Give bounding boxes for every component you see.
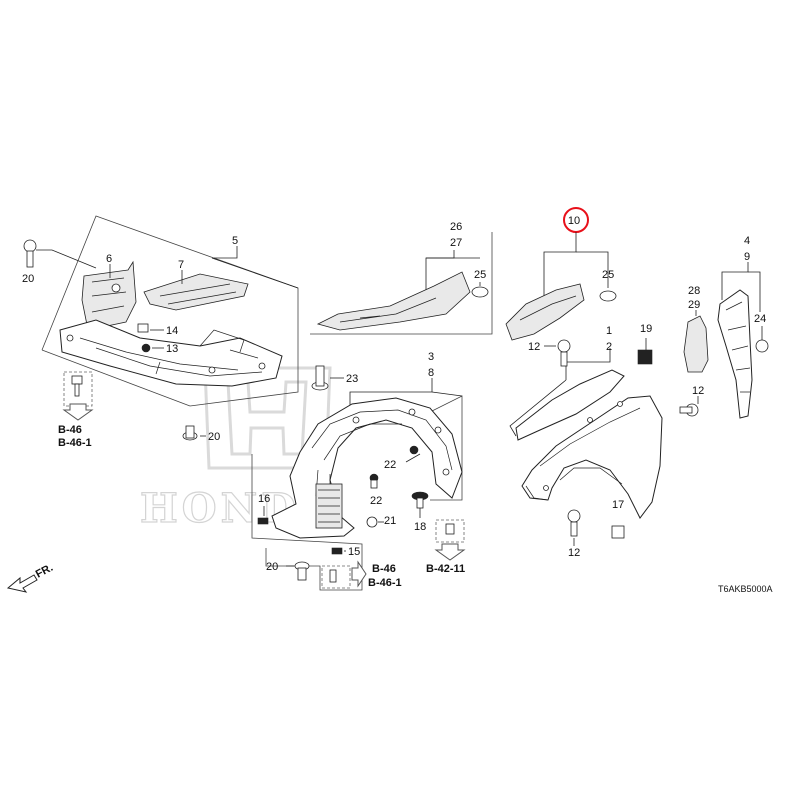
undercover-assembly: B-46 B-46-1: [23, 215, 344, 449]
label-part-6[interactable]: 6: [106, 253, 112, 265]
label-part-8[interactable]: 8: [428, 367, 434, 379]
label-part-10[interactable]: 10: [568, 215, 580, 227]
front-direction-indicator: FR.: [6, 562, 55, 593]
seal-part-10[interactable]: [505, 283, 585, 341]
seal-assembly-10: [505, 207, 617, 341]
label-part-2[interactable]: 2: [606, 341, 612, 353]
ref-b42-11[interactable]: B-42-11: [426, 519, 466, 575]
label-part-4[interactable]: 4: [744, 235, 750, 247]
ref-b46-left[interactable]: B-46 B-46-1: [58, 371, 94, 449]
label-part-26[interactable]: 26: [450, 221, 462, 233]
label-part-5[interactable]: 5: [232, 235, 238, 247]
front-arrow-icon: [6, 574, 38, 593]
ref-label-b42-11: B-42-11: [426, 563, 465, 575]
label-part-1[interactable]: 1: [606, 325, 612, 337]
label-part-25-b[interactable]: 25: [602, 269, 614, 281]
direction-label: FR.: [34, 562, 55, 581]
label-part-13[interactable]: 13: [166, 343, 178, 355]
bracket-part-4[interactable]: [717, 289, 753, 419]
label-part-15[interactable]: 15: [348, 546, 360, 558]
part-labels: 10 26 27 25 25 5 6 7 20 14 13 23 20 3 8 …: [22, 215, 766, 573]
shield-part-6[interactable]: [81, 260, 137, 331]
bolt-part-20-c[interactable]: [294, 561, 310, 581]
label-part-23[interactable]: 23: [346, 373, 358, 385]
label-part-12-b[interactable]: 12: [692, 385, 704, 397]
inner-fender-liner[interactable]: [271, 397, 463, 539]
label-part-19[interactable]: 19: [640, 323, 652, 335]
front-fender-assembly: [509, 338, 699, 546]
clip-part-16[interactable]: [257, 517, 269, 525]
bolt-part-12-c[interactable]: [567, 509, 581, 537]
ref-label-b46-mid: B-46: [372, 563, 396, 575]
ref-label-b46: B-46: [58, 424, 82, 436]
bolt-part-20-a[interactable]: [23, 239, 37, 268]
label-part-20-b[interactable]: 20: [208, 431, 220, 443]
label-part-22-a[interactable]: 22: [384, 459, 396, 471]
label-part-12-c[interactable]: 12: [568, 547, 580, 559]
label-part-17[interactable]: 17: [612, 499, 624, 511]
label-part-29[interactable]: 29: [688, 299, 700, 311]
label-part-18[interactable]: 18: [414, 521, 426, 533]
label-part-3[interactable]: 3: [428, 351, 434, 363]
cover-part-7[interactable]: [143, 273, 249, 311]
label-part-25-a[interactable]: 25: [474, 269, 486, 281]
clip-part-15[interactable]: [331, 547, 343, 555]
label-part-22-b[interactable]: 22: [370, 495, 382, 507]
clip-part-25-b[interactable]: [599, 290, 617, 302]
label-part-7[interactable]: 7: [178, 259, 184, 271]
ref-b46-mid[interactable]: B-46 B-46-1: [321, 560, 402, 589]
clip-part-25-a[interactable]: [471, 286, 489, 298]
inner-fender-assembly: B-46 B-46-1 B-42-11: [251, 378, 466, 591]
label-part-12-a[interactable]: 12: [528, 341, 540, 353]
label-part-24[interactable]: 24: [754, 313, 766, 325]
diagram-code: T6AKB5000A: [718, 584, 773, 594]
spacer-part-28[interactable]: [683, 315, 709, 373]
clip-part-21[interactable]: [366, 516, 378, 528]
label-part-20-a[interactable]: 20: [22, 273, 34, 285]
bolt-part-12-b[interactable]: [679, 403, 699, 417]
label-part-28[interactable]: 28: [688, 285, 700, 297]
seal-part-26[interactable]: [316, 271, 471, 331]
fender-bracket-assembly: [683, 262, 769, 419]
seal-assembly-26-27: [310, 232, 493, 335]
label-part-20-c[interactable]: 20: [266, 561, 278, 573]
front-fender-panel[interactable]: [521, 395, 663, 519]
label-part-21[interactable]: 21: [384, 515, 396, 527]
clip-part-24[interactable]: [755, 339, 769, 353]
bolt-part-20-b[interactable]: [182, 425, 198, 441]
clip-part-22-a[interactable]: [409, 445, 419, 455]
undercover-main[interactable]: [59, 319, 283, 387]
label-part-9[interactable]: 9: [744, 251, 750, 263]
clip-part-23[interactable]: [311, 365, 329, 391]
label-part-27[interactable]: 27: [450, 237, 462, 249]
nut-part-17[interactable]: [611, 525, 625, 539]
clip-part-18[interactable]: [411, 491, 429, 509]
ref-label-b46-1-mid: B-46-1: [368, 577, 402, 589]
clip-part-14[interactable]: [137, 323, 149, 333]
label-part-14[interactable]: 14: [166, 325, 178, 337]
bolt-part-12-a[interactable]: [557, 339, 571, 367]
ref-label-b46-1: B-46-1: [58, 437, 92, 449]
label-part-16[interactable]: 16: [258, 493, 270, 505]
bolt-part-13[interactable]: [141, 343, 151, 353]
bracket-part-19[interactable]: [637, 349, 653, 365]
fender-top-strip[interactable]: [515, 369, 625, 441]
clip-part-22-b[interactable]: [369, 473, 379, 489]
